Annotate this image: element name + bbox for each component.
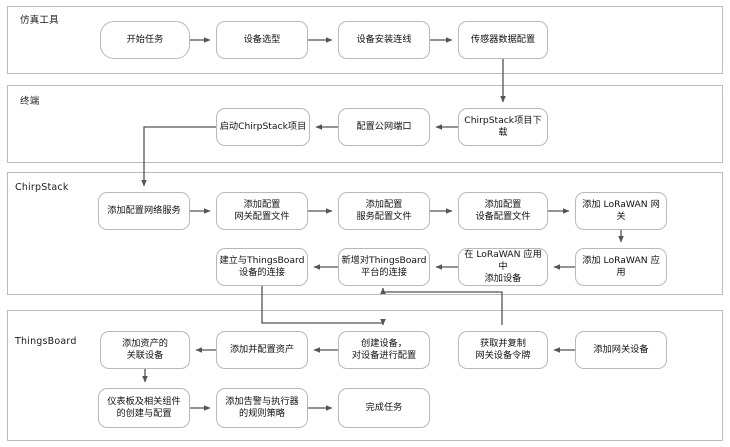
flow-node-n10[interactable]: 添加配置 服务配置文件 bbox=[338, 192, 430, 230]
flow-node-n9[interactable]: 添加配置 网关配置文件 bbox=[216, 192, 308, 230]
flow-node-n8[interactable]: 添加配置网络服务 bbox=[98, 192, 190, 230]
flow-node-n12[interactable]: 添加 LoRaWAN 网关 bbox=[575, 192, 667, 230]
flow-node-n22[interactable]: 仪表板及相关组件 的创建与配置 bbox=[98, 388, 190, 428]
flow-node-n7[interactable]: ChirpStack项目下载 bbox=[458, 108, 548, 146]
flow-node-n19[interactable]: 创建设备， 对设备进行配置 bbox=[338, 331, 430, 369]
flow-node-n17[interactable]: 添加网关设备 bbox=[575, 331, 667, 369]
flow-node-n14[interactable]: 在 LoRaWAN 应用中 添加设备 bbox=[458, 248, 548, 286]
flow-node-n21[interactable]: 添加资产的 关联设备 bbox=[100, 331, 190, 369]
flow-node-n18[interactable]: 获取并复制 网关设备令牌 bbox=[458, 331, 548, 369]
flow-node-n11[interactable]: 添加配置 设备配置文件 bbox=[458, 192, 548, 230]
swimlane-label-chirp: ChirpStack bbox=[15, 182, 69, 193]
flow-node-n3[interactable]: 设备安装连线 bbox=[338, 21, 430, 59]
flow-node-n23[interactable]: 添加告警与执行器 的规则策略 bbox=[216, 388, 308, 428]
swimlane-label-term: 终端 bbox=[20, 96, 40, 107]
flow-node-n16[interactable]: 建立与ThingsBoard 设备的连接 bbox=[216, 248, 308, 286]
flow-node-n5[interactable]: 启动ChirpStack项目 bbox=[216, 108, 310, 146]
flow-node-n4[interactable]: 传感器数据配置 bbox=[458, 21, 548, 59]
flow-node-n6[interactable]: 配置公网端口 bbox=[338, 108, 430, 146]
flow-node-n2[interactable]: 设备选型 bbox=[216, 21, 308, 59]
flow-node-n20[interactable]: 添加并配置资产 bbox=[216, 331, 308, 369]
swimlane-label-sim: 仿真工具 bbox=[20, 15, 59, 26]
flow-node-n13[interactable]: 添加 LoRaWAN 应用 bbox=[575, 248, 667, 286]
swimlane-label-tb: ThingsBoard bbox=[15, 336, 77, 347]
flow-node-n15[interactable]: 新增对ThingsBoard 平台的连接 bbox=[338, 248, 430, 286]
flow-node-n24[interactable]: 完成任务 bbox=[338, 388, 430, 428]
flow-node-n1[interactable]: 开始任务 bbox=[100, 21, 190, 59]
